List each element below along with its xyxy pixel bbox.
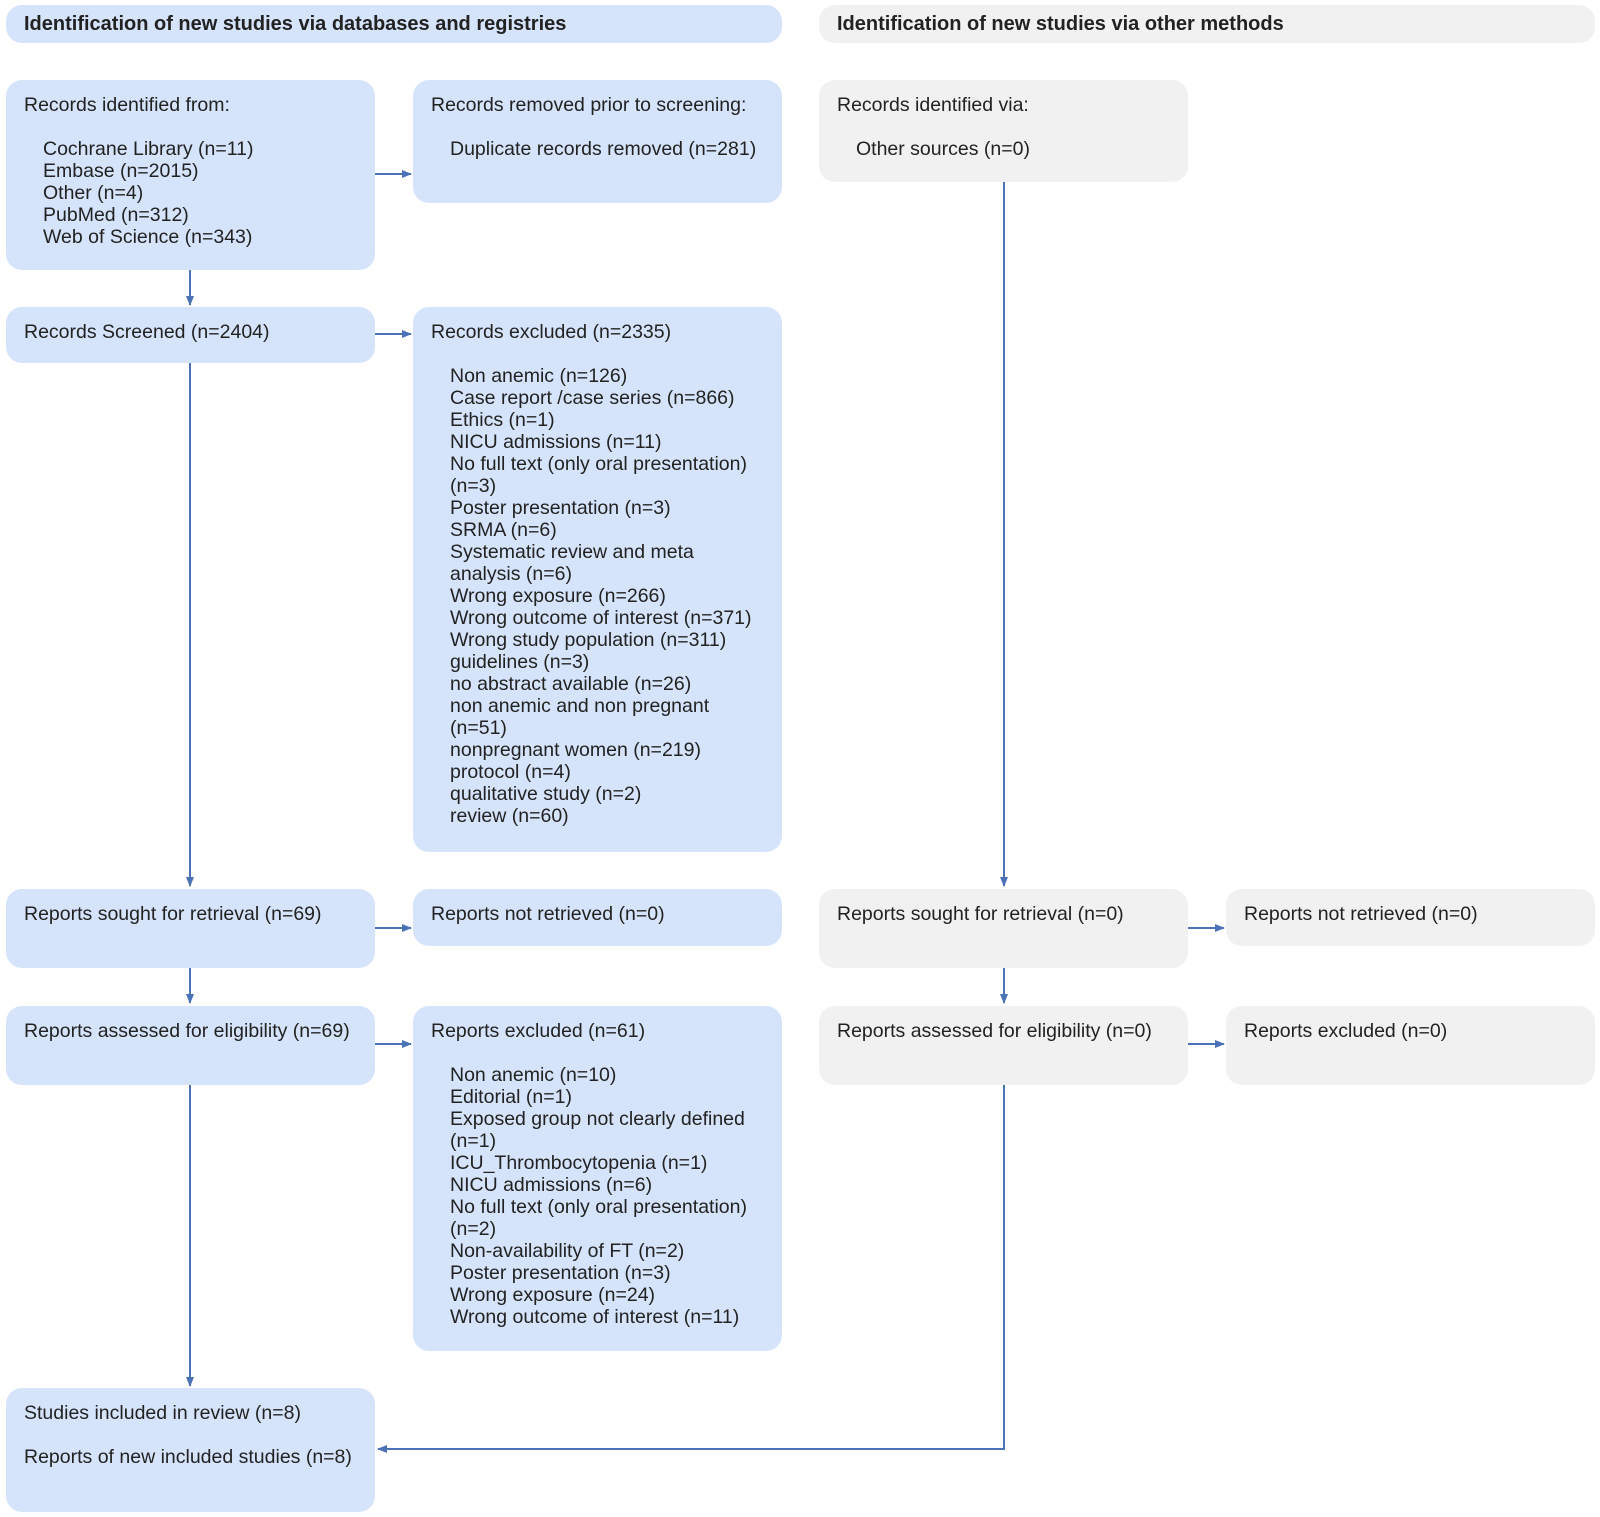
exclusion-reason: Non anemic (n=126) xyxy=(450,365,628,387)
other-reports-sought-title: Reports sought for retrieval (n=0) xyxy=(837,903,1124,925)
records-identified-sources: Cochrane Library (n=11) Embase (n=2015) … xyxy=(24,138,357,248)
exclusion-reason: Ethics (n=1) xyxy=(450,409,555,431)
exclusion-reason: non anemic and non pregnant (n=51) xyxy=(450,695,710,739)
source-item: Web of Science (n=343) xyxy=(43,226,253,248)
records-identified-title: Records identified from: xyxy=(24,94,230,116)
reports-assessed-title: Reports assessed for eligibility (n=69) xyxy=(24,1020,350,1042)
exclusion-reason: Poster presentation (n=3) xyxy=(450,1262,671,1284)
arrow-other-assessed-to-included xyxy=(377,1085,1005,1453)
exclusion-reason: NICU admissions (n=6) xyxy=(450,1174,653,1196)
other-reports-sought-box: Reports sought for retrieval (n=0) xyxy=(819,889,1188,968)
exclusion-reason: Editorial (n=1) xyxy=(450,1086,572,1108)
exclusion-reason: No full text (only oral presentation) (n… xyxy=(450,453,747,497)
exclusion-reason: no abstract available (n=26) xyxy=(450,673,692,695)
exclusion-reason: Wrong outcome of interest (n=11) xyxy=(450,1306,740,1328)
source-item: Embase (n=2015) xyxy=(43,160,199,182)
reports-sought-box: Reports sought for retrieval (n=69) xyxy=(6,889,375,968)
header-databases: Identification of new studies via databa… xyxy=(6,5,782,43)
other-reports-excluded-title: Reports excluded (n=0) xyxy=(1244,1020,1448,1042)
exclusion-reason: Non-availability of FT (n=2) xyxy=(450,1240,685,1262)
other-reports-assessed-title: Reports assessed for eligibility (n=0) xyxy=(837,1020,1152,1042)
records-removed-title: Records removed prior to screening: xyxy=(431,94,747,116)
other-records-identified-box: Records identified via: Other sources (n… xyxy=(819,80,1188,182)
records-removed-list: Duplicate records removed (n=281) xyxy=(431,138,764,160)
exclusion-reason: Poster presentation (n=3) xyxy=(450,497,671,519)
other-records-identified-title: Records identified via: xyxy=(837,94,1029,116)
exclusion-reason: Wrong exposure (n=24) xyxy=(450,1284,656,1306)
header-other-methods: Identification of new studies via other … xyxy=(819,5,1595,43)
exclusion-reason: review (n=60) xyxy=(450,805,569,827)
removed-item: Duplicate records removed (n=281) xyxy=(450,138,757,160)
other-reports-not-retrieved-box: Reports not retrieved (n=0) xyxy=(1226,889,1595,946)
source-item: Other (n=4) xyxy=(43,182,144,204)
exclusion-reason: ICU_Thrombocytopenia (n=1) xyxy=(450,1152,708,1174)
exclusion-reason: SRMA (n=6) xyxy=(450,519,557,541)
records-screened-title: Records Screened (n=2404) xyxy=(24,321,270,343)
exclusion-reason: Wrong outcome of interest (n=371) xyxy=(450,607,752,629)
exclusion-reason: Non anemic (n=10) xyxy=(450,1064,617,1086)
other-reports-assessed-box: Reports assessed for eligibility (n=0) xyxy=(819,1006,1188,1085)
exclusion-reason: Exposed group not clearly defined (n=1) xyxy=(450,1108,745,1152)
source-item: PubMed (n=312) xyxy=(43,204,189,226)
records-excluded-reasons: Non anemic (n=126) Case report /case ser… xyxy=(431,365,764,827)
other-reports-not-retrieved-title: Reports not retrieved (n=0) xyxy=(1244,903,1478,925)
records-identified-box: Records identified from: Cochrane Librar… xyxy=(6,80,375,270)
other-source-item: Other sources (n=0) xyxy=(856,138,1030,160)
exclusion-reason: Case report /case series (n=866) xyxy=(450,387,735,409)
records-excluded-title: Records excluded (n=2335) xyxy=(431,321,672,343)
exclusion-reason: NICU admissions (n=11) xyxy=(450,431,662,453)
records-excluded-box: Records excluded (n=2335) Non anemic (n=… xyxy=(413,307,782,852)
exclusion-reason: Wrong study population (n=311) xyxy=(450,629,727,651)
reports-assessed-box: Reports assessed for eligibility (n=69) xyxy=(6,1006,375,1085)
header-databases-text: Identification of new studies via databa… xyxy=(24,13,567,35)
studies-included-box: Studies included in review (n=8) Reports… xyxy=(6,1388,375,1512)
exclusion-reason: protocol (n=4) xyxy=(450,761,571,783)
other-records-identified-list: Other sources (n=0) xyxy=(837,138,1170,160)
studies-included-title: Studies included in review (n=8) xyxy=(24,1402,301,1424)
exclusion-reason: Systematic review and meta analysis (n=6… xyxy=(450,541,694,585)
header-other-methods-text: Identification of new studies via other … xyxy=(837,13,1284,35)
reports-sought-title: Reports sought for retrieval (n=69) xyxy=(24,903,322,925)
exclusion-reason: Wrong exposure (n=266) xyxy=(450,585,666,607)
reports-not-retrieved-box: Reports not retrieved (n=0) xyxy=(413,889,782,946)
exclusion-reason: nonpregnant women (n=219) xyxy=(450,739,701,761)
source-item: Cochrane Library (n=11) xyxy=(43,138,254,160)
exclusion-reason: No full text (only oral presentation) (n… xyxy=(450,1196,747,1240)
other-reports-excluded-box: Reports excluded (n=0) xyxy=(1226,1006,1595,1085)
exclusion-reason: guidelines (n=3) xyxy=(450,651,590,673)
records-screened-box: Records Screened (n=2404) xyxy=(6,307,375,363)
reports-not-retrieved-title: Reports not retrieved (n=0) xyxy=(431,903,665,925)
reports-excluded-title: Reports excluded (n=61) xyxy=(431,1020,646,1042)
reports-included-title: Reports of new included studies (n=8) xyxy=(24,1446,352,1468)
exclusion-reason: qualitative study (n=2) xyxy=(450,783,642,805)
reports-excluded-reasons: Non anemic (n=10) Editorial (n=1) Expose… xyxy=(431,1064,764,1328)
reports-excluded-box: Reports excluded (n=61) Non anemic (n=10… xyxy=(413,1006,782,1351)
records-removed-box: Records removed prior to screening: Dupl… xyxy=(413,80,782,203)
